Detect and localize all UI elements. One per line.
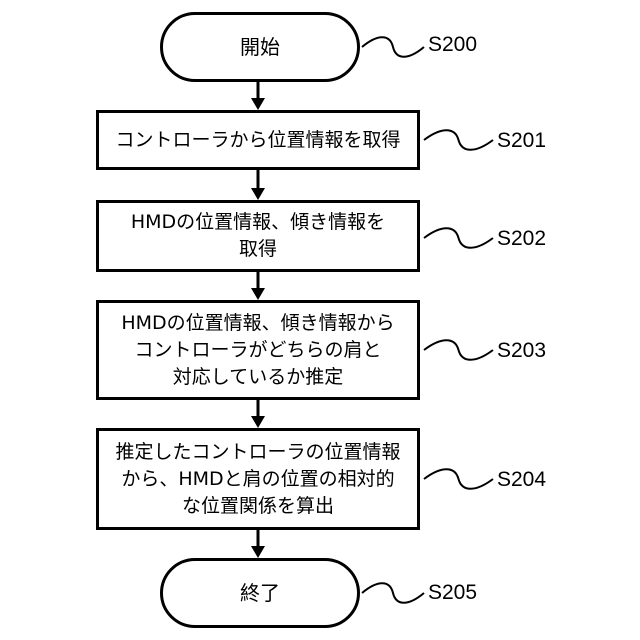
leader-line-s204 [424, 469, 493, 489]
leader-line-s202 [424, 228, 493, 248]
step-s203-text: HMDの位置情報、傾き情報から コントローラがどちらの肩と 対応しているか推定 [121, 310, 394, 391]
leader-line-s205 [362, 583, 424, 603]
step-s203-box: HMDの位置情報、傾き情報から コントローラがどちらの肩と 対応しているか推定 [96, 300, 420, 400]
step-s201-box: コントローラから位置情報を取得 [96, 110, 420, 170]
step-label-s200: S200 [428, 33, 477, 57]
arrowhead-s202 [251, 188, 265, 200]
arrowhead-end [251, 546, 265, 558]
start-terminal: 開始 [160, 12, 360, 82]
arrowhead-s203 [251, 288, 265, 300]
step-label-s202: S202 [497, 227, 546, 251]
leader-line-s203 [424, 340, 493, 360]
arrowhead-s201 [251, 98, 265, 110]
step-s202-text: HMDの位置情報、傾き情報を 取得 [131, 209, 385, 263]
step-label-s203: S203 [497, 339, 546, 363]
start-label: 開始 [240, 34, 280, 61]
end-terminal: 終了 [160, 558, 360, 628]
step-s201-text: コントローラから位置情報を取得 [115, 127, 400, 154]
step-label-s205: S205 [428, 581, 477, 605]
step-s204-text: 推定したコントローラの位置情報 から、HMDと肩の位置の相対的 な位置関係を算出 [115, 439, 400, 520]
step-s202-box: HMDの位置情報、傾き情報を 取得 [96, 200, 420, 272]
step-label-s201: S201 [497, 129, 546, 153]
arrowhead-s204 [251, 416, 265, 428]
leader-line-s200 [362, 37, 424, 57]
step-label-s204: S204 [497, 468, 546, 492]
leader-line-s201 [424, 130, 493, 150]
step-s204-box: 推定したコントローラの位置情報 から、HMDと肩の位置の相対的 な位置関係を算出 [96, 428, 420, 530]
end-label: 終了 [240, 580, 280, 607]
